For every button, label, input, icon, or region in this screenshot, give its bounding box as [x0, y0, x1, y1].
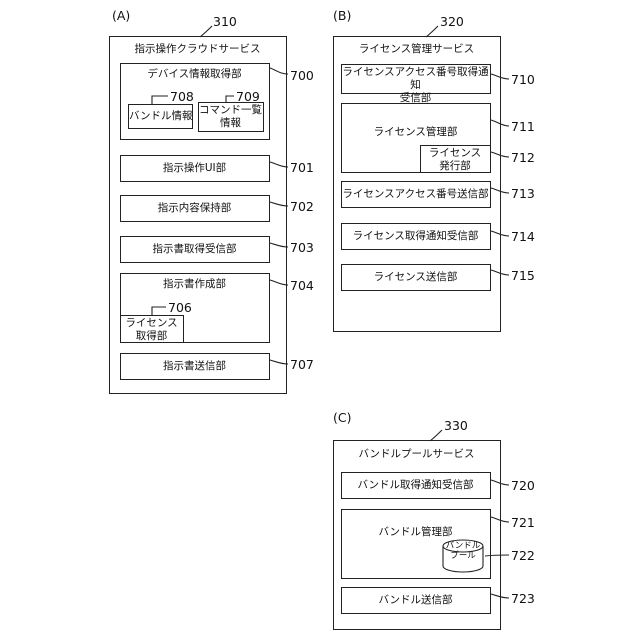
ref-715: 715 [511, 268, 535, 283]
ref-711: 711 [511, 119, 535, 134]
ref-721: 721 [511, 515, 535, 530]
ref-700: 700 [290, 68, 314, 83]
ref-310: 310 [213, 14, 237, 29]
license-get-text: ライセンス 取得部 [121, 317, 182, 343]
ref-722: 722 [511, 548, 535, 563]
ref-712: 712 [511, 150, 535, 165]
ref-723: 723 [511, 591, 535, 606]
instruction-send-text: 指示書送信部 [121, 360, 268, 373]
instruction-content-text: 指示内容保持部 [121, 202, 268, 215]
license-send-unit: ライセンス送信部 [341, 264, 491, 291]
ref-702: 702 [290, 199, 314, 214]
license-send-text: ライセンス送信部 [342, 271, 489, 284]
license-access-get-text: ライセンスアクセス番号取得通知 受信部 [342, 66, 489, 105]
instruction-content-unit: 指示内容保持部 [120, 195, 270, 222]
bundle-pool-service-title: バンドルプールサービス [334, 448, 499, 461]
instruction-send-unit: 指示書送信部 [120, 353, 270, 380]
ref-707: 707 [290, 357, 314, 372]
ref-710: 710 [511, 72, 535, 87]
ref-330: 330 [444, 418, 468, 433]
ref-720: 720 [511, 478, 535, 493]
cloud-service-title: 指示操作クラウドサービス [110, 43, 285, 56]
instruction-ui-text: 指示操作UI部 [121, 162, 268, 175]
license-get-notify-unit: ライセンス取得通知受信部 [341, 223, 491, 250]
instruction-fetch-unit: 指示書取得受信部 [120, 236, 270, 263]
license-issue-text: ライセンス 発行部 [421, 147, 489, 173]
bundle-send-text: バンドル送信部 [342, 594, 489, 607]
section-a-label: (A) [112, 8, 130, 23]
bundle-send-unit: バンドル送信部 [341, 587, 491, 614]
ref-714: 714 [511, 229, 535, 244]
license-get-notify-text: ライセンス取得通知受信部 [342, 230, 489, 243]
license-service-title: ライセンス管理サービス [334, 43, 499, 56]
ref-713: 713 [511, 186, 535, 201]
command-info-box: コマンド一覧 情報 [198, 102, 264, 132]
command-info-text: コマンド一覧 情報 [199, 104, 262, 130]
license-manage-title: ライセンス管理部 [342, 126, 489, 139]
ref-701: 701 [290, 160, 314, 175]
ref-708: 708 [170, 89, 194, 104]
ref-703: 703 [290, 240, 314, 255]
ref-320: 320 [440, 14, 464, 29]
ref-709: 709 [236, 89, 260, 104]
ref-706: 706 [168, 300, 192, 315]
section-c-label: (C) [333, 410, 351, 425]
bundle-pool-text: バンドル プール [441, 541, 485, 561]
bundle-get-notify-text: バンドル取得通知受信部 [342, 479, 489, 492]
instruction-create-title: 指示書作成部 [121, 278, 268, 291]
bundle-get-notify-unit: バンドル取得通知受信部 [341, 472, 491, 499]
ref-704: 704 [290, 278, 314, 293]
license-get-box: ライセンス 取得部 [120, 315, 184, 343]
license-access-get-unit: ライセンスアクセス番号取得通知 受信部 [341, 64, 491, 94]
license-access-send-unit: ライセンスアクセス番号送信部 [341, 181, 491, 208]
license-access-send-text: ライセンスアクセス番号送信部 [342, 188, 489, 201]
bundle-info-text: バンドル情報 [129, 110, 191, 123]
instruction-ui-unit: 指示操作UI部 [120, 155, 270, 182]
bundle-info-box: バンドル情報 [128, 104, 193, 129]
device-info-title: デバイス情報取得部 [121, 68, 268, 81]
license-issue-box: ライセンス 発行部 [420, 145, 491, 173]
section-b-label: (B) [333, 8, 351, 23]
instruction-fetch-text: 指示書取得受信部 [121, 243, 268, 256]
